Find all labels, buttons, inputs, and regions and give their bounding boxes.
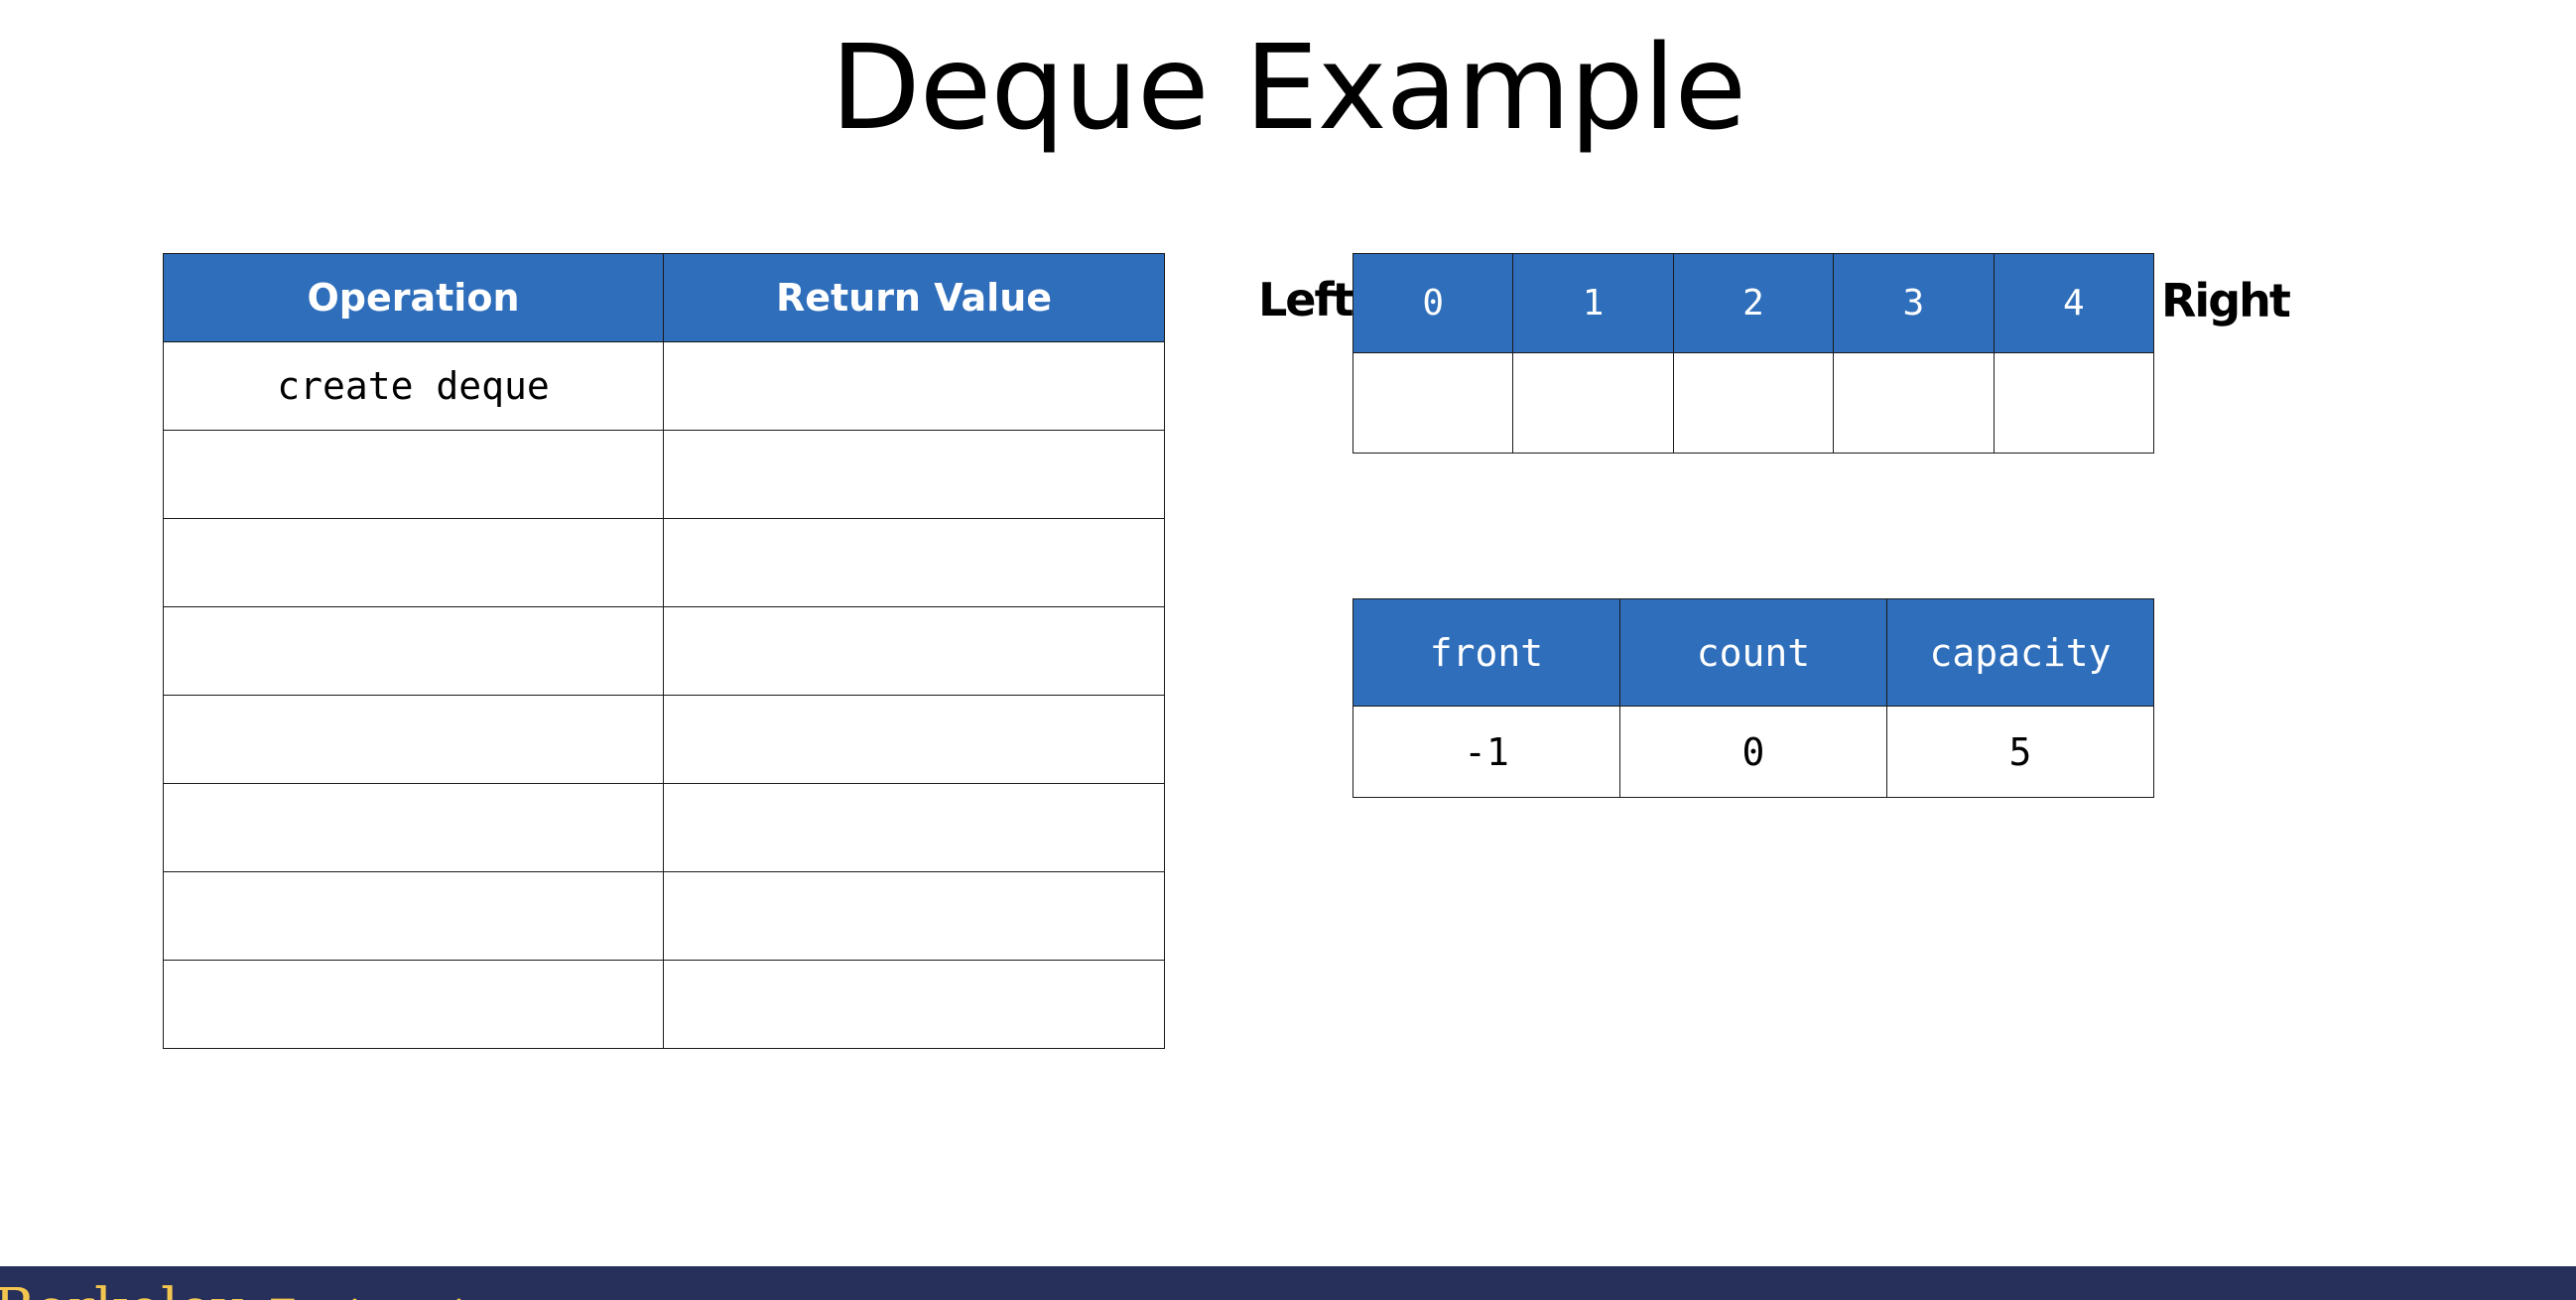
table-row: [163, 430, 1165, 519]
deque-array: 0 1 2 3 4: [1352, 253, 2155, 454]
operation-column-header: Operation: [163, 253, 664, 342]
capacity-value: 5: [1886, 706, 2154, 798]
operations-header-row: Operation Return Value: [163, 253, 1165, 342]
operation-cell: [163, 871, 664, 961]
table-row: [163, 960, 1165, 1049]
array-value-row: [1352, 352, 2155, 454]
array-slot: [1352, 352, 1514, 454]
count-value: 0: [1619, 706, 1887, 798]
return-value-column-header: Return Value: [663, 253, 1165, 342]
slide-title: Deque Example: [830, 19, 1746, 156]
table-row: [163, 606, 1165, 696]
return-value-cell: [663, 783, 1165, 872]
footer-bar: BerkeleyEngineering: [0, 1266, 2576, 1300]
table-row: [163, 518, 1165, 607]
array-index: 3: [1833, 253, 1995, 353]
return-value-cell: [663, 430, 1165, 519]
footer-logo-subtext: Engineering: [269, 1292, 517, 1300]
operation-cell: [163, 606, 664, 696]
operation-cell: [163, 518, 664, 607]
operations-table: Operation Return Value create deque: [163, 253, 1165, 1049]
array-index: 0: [1352, 253, 1514, 353]
return-value-cell: [663, 518, 1165, 607]
state-value-row: -1 0 5: [1352, 706, 2154, 798]
array-slot: [1672, 352, 1835, 454]
array-index-row: 0 1 2 3 4: [1352, 253, 2155, 353]
footer-logo: BerkeleyEngineering: [0, 1280, 517, 1300]
state-header-row: front count capacity: [1352, 598, 2154, 707]
array-index: 2: [1672, 253, 1835, 353]
deque-state-table: front count capacity -1 0 5: [1352, 598, 2154, 798]
table-row: [163, 783, 1165, 872]
footer-logo-text: Berkeley: [0, 1277, 243, 1300]
array-slot: [1833, 352, 1995, 454]
operation-cell: create deque: [163, 341, 664, 431]
right-end-label: Right: [2161, 274, 2291, 327]
array-slot: [1993, 352, 2155, 454]
operation-cell: [163, 783, 664, 872]
array-slot: [1512, 352, 1674, 454]
left-end-label: Left: [1258, 273, 1354, 326]
return-value-cell: [663, 341, 1165, 431]
front-value: -1: [1352, 706, 1620, 798]
array-index: 1: [1512, 253, 1674, 353]
return-value-cell: [663, 871, 1165, 961]
table-row: create deque: [163, 341, 1165, 431]
return-value-cell: [663, 960, 1165, 1049]
front-header: front: [1352, 598, 1620, 707]
capacity-header: capacity: [1886, 598, 2154, 707]
table-row: [163, 871, 1165, 961]
operation-cell: [163, 695, 664, 784]
table-row: [163, 695, 1165, 784]
operation-cell: [163, 430, 664, 519]
array-index: 4: [1993, 253, 2155, 353]
return-value-cell: [663, 695, 1165, 784]
operation-cell: [163, 960, 664, 1049]
count-header: count: [1619, 598, 1887, 707]
return-value-cell: [663, 606, 1165, 696]
